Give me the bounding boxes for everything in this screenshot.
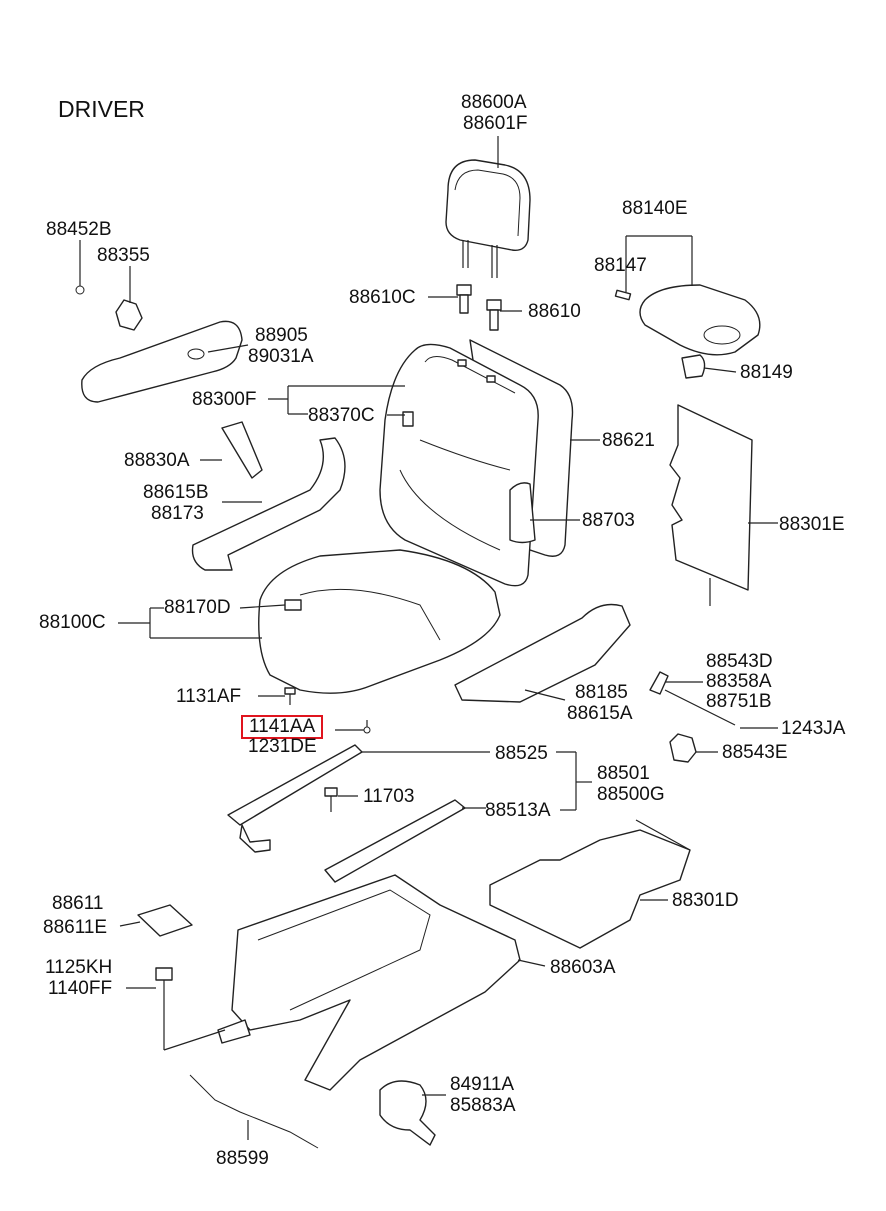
part-label-88140E[interactable]: 88140E [622,198,688,219]
part-label-88615A[interactable]: 88615A [567,703,633,724]
part-label-88703[interactable]: 88703 [582,510,635,531]
cable-clamp-part [379,1080,436,1146]
part-label-88600A[interactable]: 88600A [461,92,527,113]
part-label-88100C[interactable]: 88100C [39,612,106,633]
part-label-88185[interactable]: 88185 [575,682,628,703]
part-label-88513A[interactable]: 88513A [485,800,551,821]
part-label-88603A[interactable]: 88603A [550,957,616,978]
part-label-88452B[interactable]: 88452B [46,219,112,240]
part-label-88149[interactable]: 88149 [740,362,793,383]
side-shield-inner-part [191,437,346,571]
part-label-88611[interactable]: 88611 [52,893,104,914]
part-label-88751B[interactable]: 88751B [706,691,772,712]
seat-rail-part [227,744,466,883]
part-label-88370C[interactable]: 88370C [308,405,375,426]
part-label-88599[interactable]: 88599 [216,1148,269,1169]
seat-back-part [379,339,574,587]
part-label-1243JA[interactable]: 1243JA [781,718,846,739]
part-label-88610C[interactable]: 88610C [349,287,416,308]
part-label-88543E[interactable]: 88543E [722,742,788,763]
part-label-88501[interactable]: 88501 [597,763,650,784]
part-label-88173[interactable]: 88173 [151,503,204,524]
tray-part [614,284,761,379]
part-label-88301E[interactable]: 88301E [779,514,845,535]
part-label-1125KH[interactable]: 1125KH [45,957,113,978]
carpet-part [489,829,691,949]
part-label-89031A[interactable]: 89031A [248,346,314,367]
part-label-88621[interactable]: 88621 [602,430,655,451]
part-label-1140FF[interactable]: 1140FF [48,978,113,999]
headrest-guide-part [456,284,502,331]
part-label-1231DE[interactable]: 1231DE [248,736,317,757]
part-label-1131AF[interactable]: 1131AF [176,686,242,707]
part-label-88905[interactable]: 88905 [255,325,308,346]
headrest-part [445,159,531,278]
part-label-88611E[interactable]: 88611E [43,917,108,938]
part-label-85883A[interactable]: 85883A [450,1095,516,1116]
side-shield-outer-part [454,603,631,703]
diagram-title: DRIVER [58,96,145,122]
part-label-88601F[interactable]: 88601F [463,113,528,134]
part-label-88615B[interactable]: 88615B [143,482,209,503]
knob-part [669,733,697,763]
leader-lines [79,136,778,1140]
cable-part [189,1074,319,1149]
part-label-88500G[interactable]: 88500G [597,784,665,805]
part-label-88170D[interactable]: 88170D [164,597,231,618]
pad-part [137,904,193,937]
back-board-part [669,404,753,591]
part-label-88610[interactable]: 88610 [528,301,581,322]
seat-cushion-part [258,549,501,694]
part-label-88147[interactable]: 88147 [594,255,647,276]
part-label-88525[interactable]: 88525 [495,743,548,764]
part-label-88301D[interactable]: 88301D [672,890,739,911]
part-label-88355[interactable]: 88355 [97,245,150,266]
part-label-11703[interactable]: 11703 [363,786,415,807]
part-label-88830A[interactable]: 88830A [124,450,190,471]
part-label-84911A[interactable]: 84911A [450,1074,515,1095]
recliner-handle-part [509,482,536,544]
lever-part [649,671,669,695]
armrest-part [75,285,243,403]
part-label-88300F[interactable]: 88300F [192,389,257,410]
part-label-1141AA-highlighted[interactable]: 1141AA [241,715,324,739]
part-label-88358A[interactable]: 88358A [706,671,772,692]
part-label-88543D[interactable]: 88543D [706,651,773,672]
side-cover-bracket-part [221,421,263,479]
seat-base-part [217,874,521,1091]
